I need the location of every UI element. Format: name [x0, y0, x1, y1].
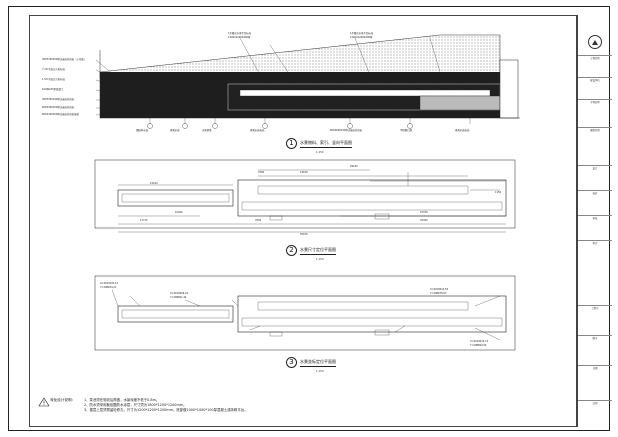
view-3-number: 3 — [286, 357, 297, 368]
view-2-dimension: 1150 — [495, 191, 502, 194]
title-block-field: 审定 — [592, 242, 598, 245]
view-2-dimension: 17715 — [140, 219, 148, 222]
view-1-left-callout: 600X300X50厚芝麻灰花岗岩 — [42, 106, 75, 109]
view-3-title: 水景坐标定位平面图 — [300, 359, 336, 367]
view-1-bottom-callout: 景观水面标高 — [250, 129, 265, 132]
title-block-field: 子项名称 — [590, 101, 600, 104]
view-3-coordinate: Y=298699.54 — [470, 344, 487, 347]
title-block-divider — [578, 400, 612, 401]
view-2-dimension: 27700 — [420, 211, 428, 214]
view-3-coordinate: X=2018206.01 — [170, 292, 189, 295]
note-item-2: 2、防水须采用聚氨酯防水涂层，尺寸须为1800*1200*1200mm。 — [84, 403, 187, 407]
title-block-field: 图号 — [592, 337, 598, 340]
title-block-field: 工程名称 — [590, 57, 600, 60]
title-block-field: 工程号 — [591, 307, 599, 310]
view-1-title: 水景物料、索引、竖向平面图 — [300, 140, 352, 148]
view-2-dimension: 29100 — [350, 165, 358, 168]
view-3-coordinate: X=2018212.55 — [430, 288, 449, 291]
title-block-field: 比例 — [592, 402, 598, 405]
view-3-scale: 1:150 — [316, 370, 324, 373]
view-3-coordinate: X=2018193.12 — [100, 282, 119, 285]
view-1-bottom-callout: 600X600X30厚芝麻灰花岗岩 — [330, 129, 363, 132]
view-1-left-callout: 1.5m平面正方形标高 — [42, 78, 65, 81]
view-1-caption: 1 水景物料、索引、竖向平面图 — [286, 138, 352, 149]
channel-strip — [239, 89, 491, 97]
view-1-scale: 1:150 — [316, 151, 324, 154]
title-block-field: 设计 — [592, 167, 598, 170]
title-block-divider — [578, 77, 612, 78]
view-1-left-callout: 600X300X50厚芝麻灰花岗岩铺装 — [42, 113, 79, 116]
notes-heading: 深化设计说明： — [50, 398, 76, 402]
view-1-top-callout: 1200X1200X200厚 — [228, 36, 251, 39]
note-item-3: 3、楼层上层须预留检修孔，尺寸为1200*1200*1200mm，底部做1000… — [84, 408, 248, 412]
title-block-divider — [578, 240, 612, 241]
view-3-caption: 3 水景坐标定位平面图 — [286, 357, 336, 368]
view-2-caption: 2 水景尺寸定位平面图 — [286, 245, 336, 256]
title-block: 工程名称建设单位子项名称图纸名称设计校对审核审定工程号图号日期比例 — [577, 15, 612, 427]
title-block-divider — [578, 305, 612, 306]
title-block-field: 日期 — [592, 367, 598, 370]
title-block-divider — [578, 190, 612, 191]
view-3-coordinate: Y=298661.44 — [170, 296, 187, 299]
view-1-left-callout: 300X150X50厚芝麻灰花岗岩（火烧面） — [42, 58, 87, 61]
view-1-bottom-callout: 景观水面标高 — [455, 129, 470, 132]
view-2-scale: 1:150 — [316, 258, 324, 261]
title-block-field: 审核 — [592, 217, 598, 220]
view-2-dimension-plan — [94, 159, 516, 233]
view-1-left-callout: 100厚C25素混凝土 — [42, 88, 64, 91]
view-1-bottom-callout: 钢结构水面 — [136, 129, 148, 132]
view-2-dimension: 10400 — [175, 211, 183, 214]
warning-icon — [38, 397, 50, 407]
title-block-divider — [578, 55, 612, 56]
drawing-sheet-border: 工程名称建设单位子项名称图纸名称设计校对审核审定工程号图号日期比例 — [8, 6, 612, 431]
view-1-bottom-callout: 水景景墙 — [202, 129, 212, 132]
view-2-dimension: 21610 — [150, 182, 158, 185]
title-block-field: 图纸名称 — [590, 129, 600, 132]
view-2-dimension: 7500 — [258, 171, 265, 174]
view-1-left-callout: 7.1m平面正方形标高 — [42, 68, 65, 71]
end-wall — [499, 59, 519, 119]
view-1-left-callout: 300X300X40厚芝麻灰花岗岩 — [42, 98, 75, 101]
view-1-plan — [95, 34, 520, 129]
view-1-top-callout: 1步踏式水景平台标高 — [350, 32, 374, 35]
company-logo-icon — [588, 35, 602, 49]
view-2-dimension: 55015 — [300, 233, 308, 236]
view-3-coordinate: Y=298634.21 — [100, 286, 117, 289]
view-1-number: 1 — [286, 138, 297, 149]
view-1-top-callout: 1200X1200X200厚 — [350, 36, 373, 39]
view-1-bottom-callout: 不锈钢凸缘 — [400, 129, 412, 132]
view-2-number: 2 — [286, 245, 297, 256]
title-block-divider — [578, 215, 612, 216]
view-2-title: 水景尺寸定位平面图 — [300, 247, 336, 255]
title-block-divider — [578, 365, 612, 366]
view-3-coordinate-plan — [94, 275, 516, 351]
title-block-field: 校对 — [592, 192, 598, 195]
title-block-divider — [578, 127, 612, 128]
view-2-dimension: 32300 — [420, 219, 428, 222]
view-1-bottom-callout: 景观水面 — [170, 129, 180, 132]
view-2-dimension: 7500 — [255, 219, 262, 222]
view-3-coordinate: X=2018219.72 — [470, 340, 489, 343]
view-2-dimension: 13100 — [300, 171, 308, 174]
view-1-top-callout: 1步踏式水景平台标高 — [228, 32, 252, 35]
note-item-1: 1、泵池须在验收后再做，水景深度不低于0.8m。 — [84, 398, 160, 402]
paving-block — [419, 95, 501, 111]
view-3-coordinate: Y=298678.03 — [430, 292, 447, 295]
title-block-field: 建设单位 — [590, 79, 600, 82]
title-block-divider — [578, 165, 612, 166]
title-block-divider — [578, 99, 612, 100]
title-block-divider — [578, 335, 612, 336]
drawing-frame — [29, 15, 577, 427]
